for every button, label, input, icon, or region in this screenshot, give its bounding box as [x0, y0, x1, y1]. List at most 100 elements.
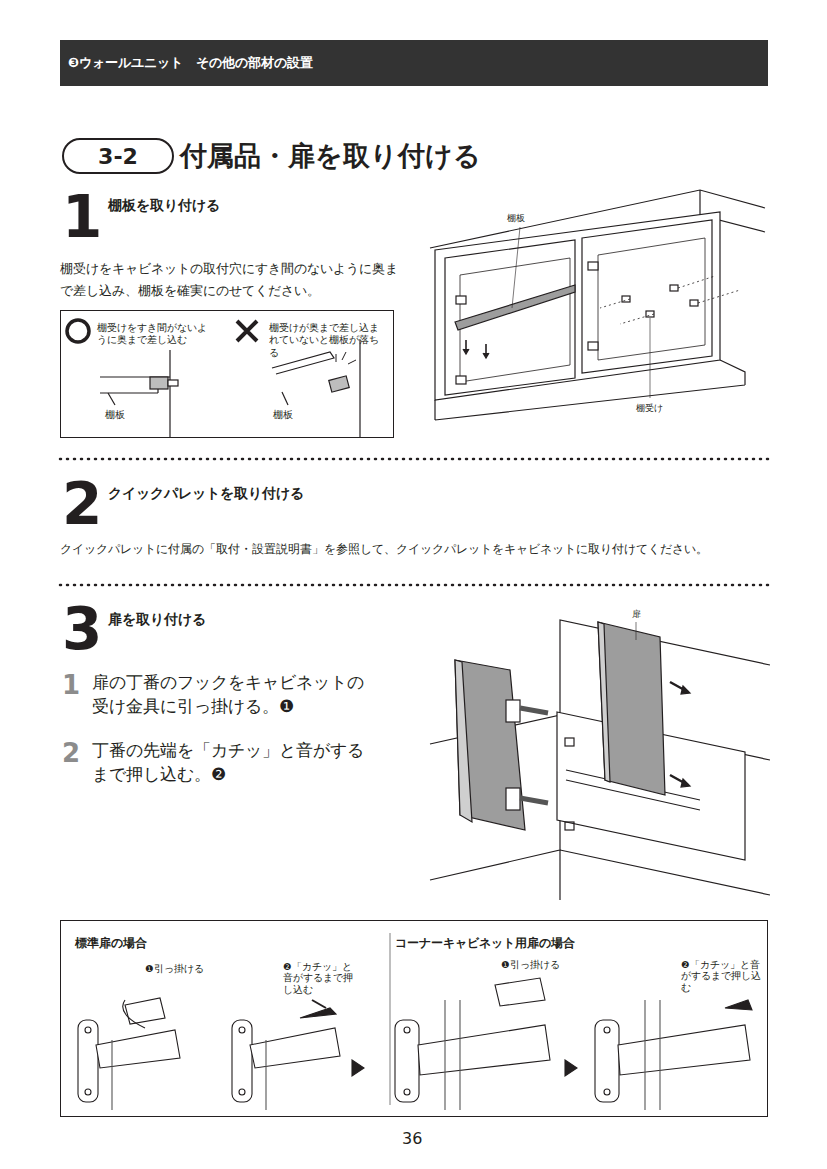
drawing-line	[444, 1000, 445, 1110]
node-text: ❸ウォールユニット その他の部材の設置	[68, 54, 313, 72]
node-text: 棚受けをすき間がないように奥まで差し込む	[97, 322, 209, 347]
drawing-line	[265, 1040, 266, 1110]
drawing-rect	[456, 376, 466, 384]
drawing-rect	[329, 376, 349, 392]
label-text: 棚板	[507, 212, 525, 224]
label-text: クイックパレットを取り付ける	[108, 484, 304, 503]
drawing-path	[237, 321, 257, 341]
label-text: 3	[62, 600, 102, 658]
drawing-path	[463, 349, 489, 358]
drawing-line	[359, 340, 360, 437]
drawing-rect	[456, 296, 466, 304]
drawing-rect	[232, 1020, 252, 1102]
label-text: 棚受けをキャビネットの取付穴にすき間のないように奥まで差し込み、棚板を確実にのせ…	[60, 258, 400, 302]
node-text: ❷「カチッ」と音がするまで押し込む	[681, 959, 761, 993]
drawing-line	[111, 1040, 112, 1110]
drawing-rect	[670, 285, 678, 291]
drawing-circle	[604, 1027, 610, 1033]
drawing-path	[435, 212, 720, 400]
drawing-path	[123, 1000, 145, 1028]
drawing-path	[681, 686, 690, 787]
drawing-line	[636, 622, 637, 640]
label-text: 棚板を取り付ける	[108, 196, 220, 215]
drawing-path	[312, 1000, 326, 1008]
drawing-line	[459, 1000, 460, 1110]
node-text: コーナーキャビネット用扉の場合	[395, 935, 575, 951]
node-text: 棚板	[273, 409, 293, 422]
drawing-line	[389, 933, 390, 1105]
node-text: 標準扉の場合	[75, 935, 147, 951]
drawing-path	[455, 285, 575, 330]
drawing-rect	[565, 822, 574, 830]
drawing-rect	[78, 1020, 98, 1102]
drawing-rect	[588, 262, 598, 270]
drawing-path	[600, 276, 740, 324]
drawing-path	[418, 1025, 550, 1075]
page-title: 付属品・扉を取り付ける	[180, 138, 481, 173]
drawing-path	[455, 660, 525, 830]
drawing-line	[512, 227, 520, 308]
node-text: 棚板	[105, 409, 125, 422]
node-text: ❶引っ掛ける	[501, 959, 560, 972]
drawing-rect	[690, 300, 698, 306]
drawing-path	[598, 238, 705, 360]
drawing-rect	[395, 1020, 419, 1102]
drawing-path	[495, 978, 545, 1006]
label-text: クイックパレットに付属の「取付・設置説明書」を参照して、クイックパレットをキャビ…	[60, 541, 772, 557]
node-text: 3-2	[64, 142, 172, 172]
drawing-line	[108, 393, 115, 405]
drawing-path	[250, 1028, 340, 1068]
label-text: 1	[62, 188, 102, 246]
label-text: 36	[402, 1128, 422, 1150]
drawing-g	[456, 262, 698, 384]
drawing-path	[455, 660, 472, 822]
drawing-circle	[404, 1089, 410, 1095]
drawing-path	[272, 352, 334, 374]
drawing-path	[598, 622, 665, 795]
drawing-rect	[595, 1020, 619, 1102]
drawing-path	[598, 622, 610, 782]
label-text: 2	[62, 475, 102, 533]
drawing-circle	[85, 1027, 91, 1033]
drawing-rect	[565, 738, 574, 746]
drawing-path	[352, 1060, 577, 1076]
drawing-line	[650, 318, 651, 398]
drawing-line	[60, 584, 768, 587]
label-text: 棚受け	[636, 402, 663, 414]
drawing-line	[644, 1000, 645, 1110]
label-text: 1	[62, 668, 80, 703]
drawing-line	[60, 458, 768, 461]
node-text: 棚受けが奥まで差し込まれていないと棚板が落ちる	[269, 322, 387, 359]
drawing-circle	[404, 1027, 410, 1033]
example-box: 棚受けをすき間がないように奥まで差し込む 棚受けが奥まで差し込まれていないと棚板が…	[60, 310, 394, 438]
section-pill: 3-2	[62, 138, 174, 174]
drawing-path	[618, 1025, 750, 1075]
drawing-circle	[85, 1089, 91, 1095]
drawing-circle	[604, 1089, 610, 1095]
header-band: ❸ウォールユニット その他の部材の設置	[60, 40, 768, 86]
drawing-g	[78, 933, 752, 1110]
node-text: ❶引っ掛ける	[145, 963, 204, 976]
label-text: 扉	[632, 608, 641, 620]
label-text: 丁番の先端を「カチッ」と音がするまで押し込む。❷	[92, 739, 376, 787]
drawing-line	[659, 1000, 660, 1110]
drawing-path	[445, 240, 575, 395]
drawing-rect	[506, 788, 520, 810]
drawing-path	[670, 682, 688, 785]
drawing-path	[336, 352, 356, 364]
drawing-path	[582, 220, 712, 373]
drawing-g	[430, 620, 770, 900]
label-text: 扉の丁番のフックをキャビネットの受け金具に引っ掛ける。❶	[92, 671, 376, 719]
drawing-path	[96, 1030, 180, 1068]
drawing-circle	[239, 1027, 245, 1033]
drawing-circle	[239, 1089, 245, 1095]
label-text: 2	[62, 736, 80, 771]
drawing-path	[435, 360, 745, 420]
drawing-rect	[506, 700, 520, 722]
drawing-line	[169, 350, 170, 437]
drawing-path	[300, 1008, 336, 1018]
drawing-rect	[588, 342, 598, 350]
hinge-box: 標準扉の場合 ❶引っ掛ける ❷「カチッ」と音がするまで押し込む コーナーキャビネット用…	[60, 920, 768, 1117]
